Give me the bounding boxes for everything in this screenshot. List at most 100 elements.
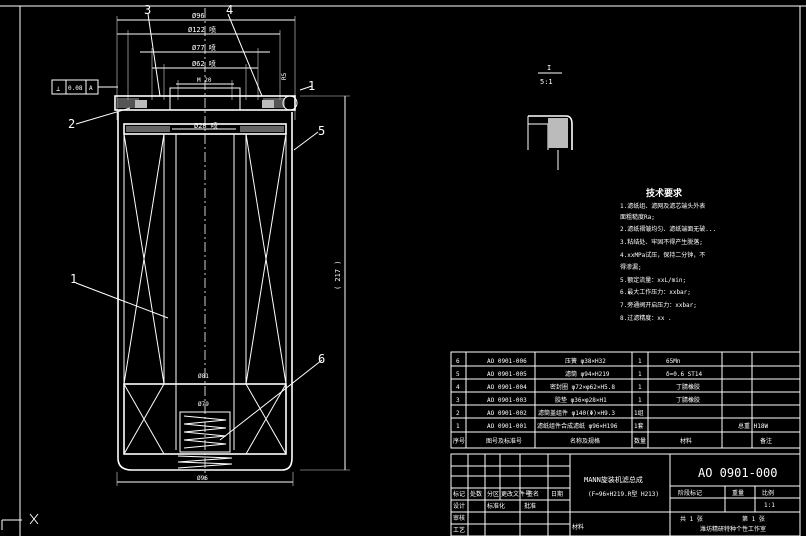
drawing-number: AO 0901-000 xyxy=(698,466,777,480)
svg-text:1: 1 xyxy=(456,423,460,430)
bom-row-6: 6 AO 0901-006 压簧 φ38×H32 1 65Mn xyxy=(456,357,681,365)
svg-text:滤筒盖组件 φ140(Φ)×H9.3: 滤筒盖组件 φ140(Φ)×H9.3 xyxy=(538,409,615,417)
svg-text:2: 2 xyxy=(456,410,460,417)
balloon-1-detail: 1 xyxy=(308,79,315,93)
dim-thread: M 20 xyxy=(197,77,212,84)
scale-label: 比例 xyxy=(762,489,774,497)
company-name: 潍坊精研特种个性工作室 xyxy=(700,525,766,533)
svg-text:AO 0901-005: AO 0901-005 xyxy=(487,371,527,378)
dim-spring: Ø79 xyxy=(198,401,209,408)
product-sub: (F=96×H219.R型 H213) xyxy=(588,490,659,498)
svg-text:65Mn: 65Mn xyxy=(666,358,681,365)
svg-text:滤筒 φ94×H219: 滤筒 φ94×H219 xyxy=(565,370,610,378)
product-name: MANN旋装机滤总成 xyxy=(584,475,643,484)
filter-section-view xyxy=(51,8,350,486)
tech-requirements: 技术要求 1.滤纸组、滤网及滤芯端头外表 面粗糙度Ra; 2.滤纸褶皱均匀、滤纸… xyxy=(620,187,716,322)
scale-value: 1:1 xyxy=(764,502,775,509)
balloon-6: 6 xyxy=(318,352,325,366)
tech-line-2: 面粗糙度Ra; xyxy=(620,213,655,221)
svg-text:标准化: 标准化 xyxy=(487,502,505,510)
gdt-datum: A xyxy=(89,85,93,92)
detail-view xyxy=(527,72,573,170)
title-block xyxy=(450,453,801,536)
svg-text:1组: 1组 xyxy=(634,409,644,417)
svg-text:标记: 标记 xyxy=(453,490,465,498)
svg-text:1: 1 xyxy=(638,397,642,404)
dim-d62: Ø62 喷 xyxy=(192,59,216,68)
dim-inner: Ø81 xyxy=(198,373,209,380)
svg-text:AO 0901-003: AO 0901-003 xyxy=(487,397,527,404)
dim-overall-top: Ø96 xyxy=(192,12,205,20)
svg-text:签名: 签名 xyxy=(527,490,539,498)
svg-text:1: 1 xyxy=(638,384,642,391)
balloon-1: 1 xyxy=(70,272,77,286)
svg-text:丁腈橡胶: 丁腈橡胶 xyxy=(676,396,700,404)
balloon-2: 2 xyxy=(68,117,75,131)
svg-text:总重 H18W: 总重 H18W xyxy=(738,422,768,430)
material-label: 材料 xyxy=(572,523,584,531)
balloon-3: 3 xyxy=(144,3,151,17)
tech-line-9: 7.旁通阀开启压力：xxbar; xyxy=(620,301,697,309)
tech-line-8: 6.最大工作压力：xxbar; xyxy=(620,288,691,296)
title-block-text: MANN旋装机滤总成 (F=96×H219.R型 H213) AO 0901-0… xyxy=(453,466,777,534)
svg-text:密封圈 φ72×φ62×H5.8: 密封圈 φ72×φ62×H5.8 xyxy=(550,383,615,391)
svg-text:名称及规格: 名称及规格 xyxy=(570,437,600,445)
drawing-frame xyxy=(0,5,806,536)
svg-text:滤纸组件合成滤纸 φ96×H196: 滤纸组件合成滤纸 φ96×H196 xyxy=(537,422,618,430)
svg-text:压簧 φ38×H32: 压簧 φ38×H32 xyxy=(565,357,606,365)
dim-d122: Ø122 喷 xyxy=(188,25,216,34)
part-balloons: 3 4 1 2 5 1 6 xyxy=(68,3,325,366)
dim-d77: Ø77 喷 xyxy=(192,43,216,52)
svg-text:备注: 备注 xyxy=(760,437,772,445)
svg-text:1: 1 xyxy=(638,358,642,365)
weight-label: 重量 xyxy=(732,489,744,497)
tech-line-10: 8.过滤精度：xx . xyxy=(620,314,672,322)
bom-row-5: 5 AO 0901-005 滤筒 φ94×H219 1 δ=0.6 ST14 xyxy=(456,370,703,378)
bom-table xyxy=(450,351,801,449)
detail-scale: 5:1 xyxy=(540,78,553,86)
dimension-labels: Ø96 Ø122 喷 Ø77 喷 Ø62 喷 M 20 Ø28 喷 ( 217 … xyxy=(56,12,342,482)
svg-text:AO 0901-006: AO 0901-006 xyxy=(487,358,527,365)
svg-text:AO 0901-002: AO 0901-002 xyxy=(487,410,527,417)
balloon-5: 5 xyxy=(318,124,325,138)
svg-text:更改文件号: 更改文件号 xyxy=(501,490,531,498)
svg-text:材料: 材料 xyxy=(680,437,692,445)
balloon-4: 4 xyxy=(226,3,233,17)
svg-text:5: 5 xyxy=(456,371,460,378)
stage-label: 阶段标记 xyxy=(678,489,702,497)
bom-header: 序号 图号及标准号 名称及规格 数量 材料 备注 xyxy=(453,437,772,445)
svg-text:1套: 1套 xyxy=(634,422,644,430)
ucs-icon xyxy=(1,513,39,530)
svg-text:日期: 日期 xyxy=(551,490,563,498)
svg-text:δ=0.6 ST14: δ=0.6 ST14 xyxy=(666,371,703,378)
dim-bottom: Ø96 xyxy=(197,475,208,482)
bom-row-3: 3 AO 0901-003 胶垫 φ36×φ28×H1 1 丁腈橡胶 xyxy=(456,396,700,404)
sheet-total: 共 1 张 xyxy=(680,515,703,523)
svg-text:胶垫 φ36×φ28×H1: 胶垫 φ36×φ28×H1 xyxy=(555,396,607,404)
dim-d28: Ø28 喷 xyxy=(194,121,218,130)
svg-text:序号: 序号 xyxy=(453,437,465,445)
tech-line-1: 1.滤纸组、滤网及滤芯端头外表 xyxy=(620,202,705,210)
bom-row-4: 4 AO 0901-004 密封圈 φ72×φ62×H5.8 1 丁腈橡胶 xyxy=(456,383,700,391)
sheet-no: 第 1 张 xyxy=(742,515,765,523)
svg-text:图号及标准号: 图号及标准号 xyxy=(486,437,522,445)
svg-text:审核: 审核 xyxy=(453,514,465,522)
svg-text:1: 1 xyxy=(638,371,642,378)
tech-title: 技术要求 xyxy=(646,187,683,199)
svg-text:4: 4 xyxy=(456,384,460,391)
svg-text:分区: 分区 xyxy=(487,490,499,498)
svg-text:设计: 设计 xyxy=(453,502,465,510)
svg-text:AO 0901-001: AO 0901-001 xyxy=(487,423,527,430)
tech-line-7: 5.额定流量：xxL/min; xyxy=(620,276,686,284)
gdt-symbol: ⊥ xyxy=(56,85,60,93)
svg-text:处数: 处数 xyxy=(470,490,482,498)
tech-line-4: 3.粘结处、牢固不得产生脱落; xyxy=(620,238,703,246)
tech-line-3: 2.滤纸褶皱均匀、滤纸端面无破... xyxy=(620,225,716,233)
bom-row-2: 2 AO 0901-002 滤筒盖组件 φ140(Φ)×H9.3 1组 xyxy=(456,409,644,417)
svg-text:丁腈橡胶: 丁腈橡胶 xyxy=(676,383,700,391)
tech-line-5: 4.xxMPa试压，保持二分钟，不 xyxy=(620,251,705,259)
svg-text:数量: 数量 xyxy=(634,437,646,445)
dim-height: ( 217 ) xyxy=(334,260,342,290)
svg-text:批准: 批准 xyxy=(524,502,536,510)
